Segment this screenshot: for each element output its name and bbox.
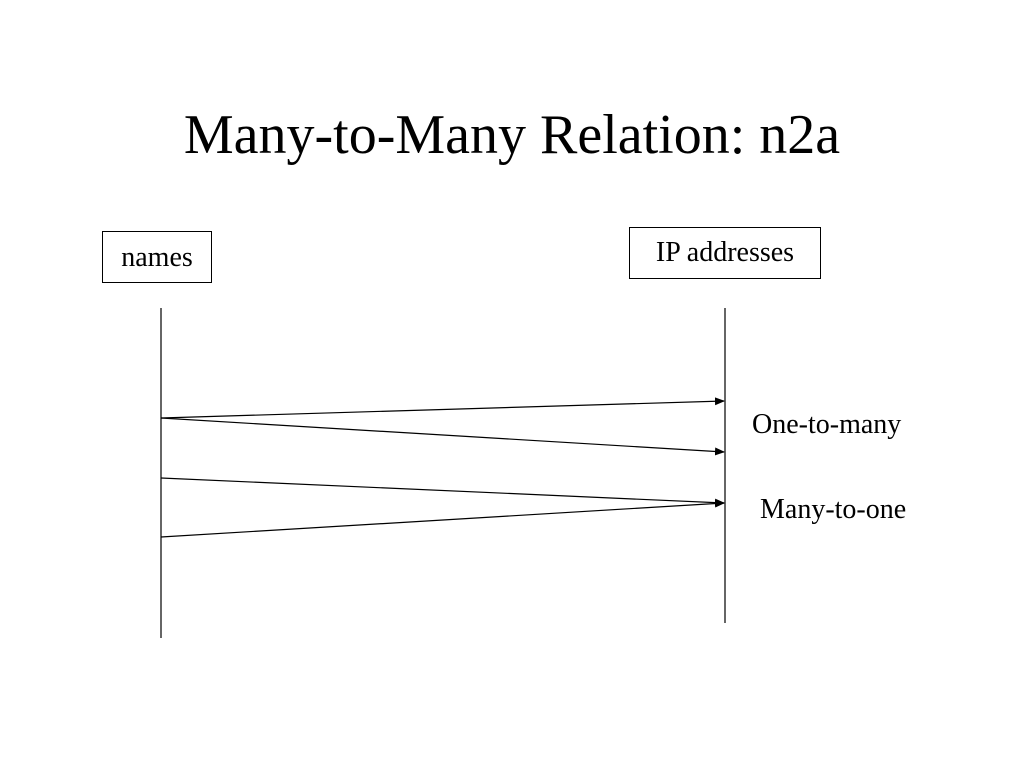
ip-addresses-box: IP addresses	[629, 227, 821, 279]
many-to-one-arrow-lower	[160, 499, 725, 538]
many-to-one-label: Many-to-one	[760, 494, 907, 525]
one-to-many-arrow-upper	[160, 397, 725, 419]
one-to-many-label: One-to-many	[752, 409, 902, 440]
one-to-many-arrow-lower	[160, 417, 725, 456]
slide-title: Many-to-Many Relation: n2a	[183, 104, 841, 166]
many-to-one-arrow-upper	[160, 477, 725, 507]
names-box: names	[102, 231, 212, 283]
